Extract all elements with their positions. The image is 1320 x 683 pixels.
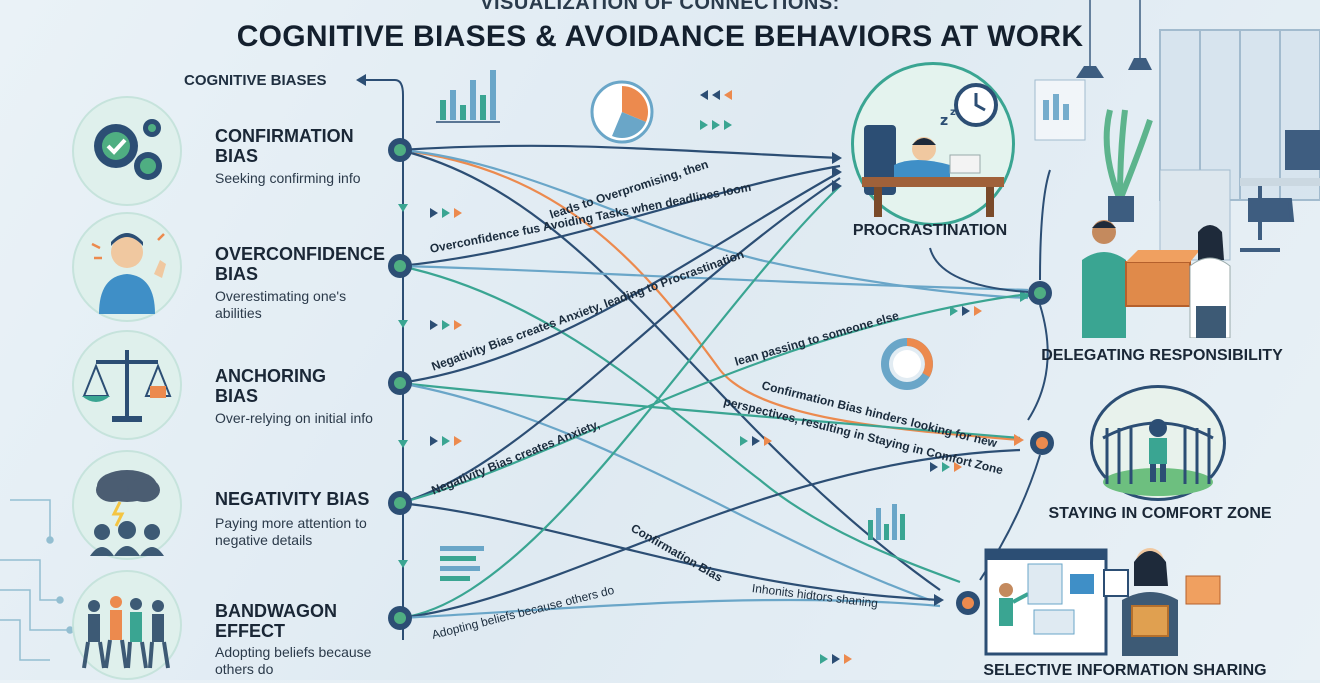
chevron-markers — [430, 90, 982, 664]
node-negativity — [388, 491, 412, 515]
link-curve — [399, 164, 841, 268]
svg-text:z: z — [950, 107, 956, 118]
return-curve — [929, 247, 1029, 293]
behavior-nodes — [956, 281, 1054, 615]
bias-desc-bandwagon: Adopting beliefs because others do — [215, 644, 372, 677]
bias-desc-negativity: Paying more attention to negative detail… — [215, 515, 367, 548]
behavior-title-procrastination: PROCRASTINATION — [852, 222, 1008, 239]
bias-desc-confirmation: Seeking confirming info — [215, 170, 361, 186]
link-curve — [399, 171, 841, 385]
link-curve — [399, 381, 931, 602]
return-curve — [1027, 304, 1049, 421]
arrowheads — [832, 152, 1030, 606]
node-overconfidence — [388, 254, 412, 278]
bias-title-anchoring: ANCHORING BIAS — [215, 366, 326, 406]
behavior-title-selective-sharing: SELECTIVE INFORMATION SHARING — [983, 662, 1267, 679]
plant-icon — [1103, 109, 1153, 202]
mini-bar-chart-icon — [868, 504, 905, 540]
svg-text:z: z — [940, 113, 948, 129]
node-selective-sharing — [956, 591, 980, 615]
sleeping-at-desk-icon: z z — [851, 62, 1015, 226]
diagram-overtitle: VISUALIZATION OF CONNECTIONS: — [480, 0, 840, 14]
bias-title-negativity: NEGATIVITY BIAS — [215, 489, 370, 509]
bias-nodes — [388, 138, 412, 630]
mini-bar-chart-icon — [436, 70, 500, 123]
bias-spine — [360, 79, 404, 640]
node-confirmation — [388, 138, 412, 162]
return-curve — [1039, 169, 1051, 281]
link-curve — [399, 381, 1021, 440]
behavior-title-comfort-zone: STAYING IN COMFORT ZONE — [1048, 505, 1272, 522]
presenting-person-icon — [984, 540, 1234, 656]
section-label: COGNITIVE BIASES — [184, 72, 327, 89]
crowd-icon — [72, 570, 182, 680]
link-curve — [399, 264, 1029, 292]
link-curve — [399, 144, 841, 160]
link-curve — [399, 177, 841, 505]
diagram-title: COGNITIVE BIASES & AVOIDANCE BEHAVIORS A… — [236, 20, 1084, 53]
office-background — [1034, 0, 1320, 261]
pie-chart-icon — [590, 80, 654, 144]
node-comfort-zone — [1030, 431, 1054, 455]
confident-person-icon — [72, 212, 182, 322]
document-lines-icon — [440, 546, 484, 581]
bias-title-overconfidence: OVERCONFIDENCE BIAS — [215, 244, 386, 284]
spine-arrow — [356, 74, 366, 86]
donut-chart-icon — [881, 338, 933, 390]
balance-scale-icon — [72, 330, 182, 440]
link-curve — [399, 292, 1029, 505]
fenced-person-icon — [1090, 385, 1226, 501]
bias-desc-anchoring: Over-relying on initial info — [215, 410, 373, 426]
bias-title-confirmation: CONFIRMATION BIAS — [215, 126, 354, 166]
link-curve — [399, 148, 1029, 300]
link-curve — [399, 598, 941, 620]
node-delegating — [1028, 281, 1052, 305]
handing-box-icon — [1068, 210, 1256, 339]
bias-title-bandwagon: BANDWAGON EFFECT — [215, 601, 337, 641]
link-curve — [399, 501, 941, 602]
link-curve — [399, 448, 1021, 620]
circuit-decoration — [0, 499, 74, 661]
bias-desc-overconfidence: Overestimating one's abilities — [215, 288, 347, 321]
link-curve — [399, 185, 841, 620]
node-bandwagon — [388, 606, 412, 630]
node-anchoring — [388, 371, 412, 395]
behavior-title-delegating: DELEGATING RESPONSIBILITY — [1041, 347, 1283, 364]
spine-chevrons — [398, 204, 408, 568]
storm-cloud-icon — [72, 450, 182, 560]
gears-icon — [72, 96, 182, 206]
link-curve — [399, 264, 961, 584]
